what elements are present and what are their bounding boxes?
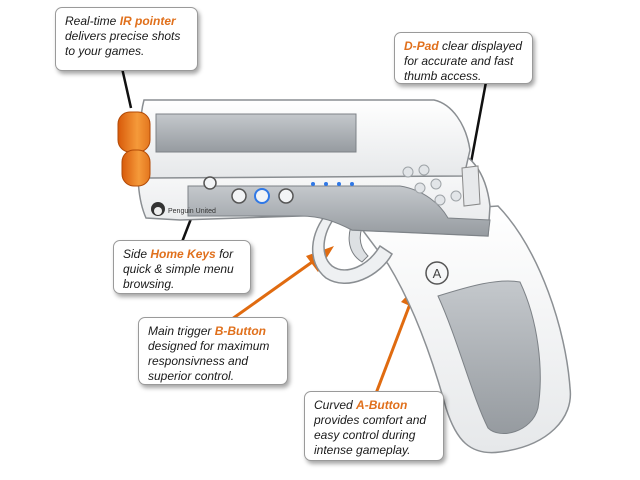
penguin-united-logo: Penguin United: [151, 202, 216, 216]
a-button-label: A: [433, 266, 442, 281]
minus-button[interactable]: [231, 188, 247, 204]
home-highlight: Home Keys: [150, 247, 216, 261]
abutton-arrow: [373, 303, 412, 397]
ir-callout-text: Real-time IR pointer delivers precise sh…: [65, 14, 181, 58]
abutton-callout-text: Curved A-Button provides comfort and eas…: [314, 398, 427, 457]
home-callout-text: Side Home Keys for quick & simple menu b…: [123, 247, 234, 291]
trigger-arrow: [224, 258, 316, 326]
dpad-highlight: D-Pad: [404, 39, 439, 53]
plus-button[interactable]: [278, 188, 294, 204]
ir-pointer-muzzle: [117, 111, 151, 187]
ir-highlight: IR pointer: [119, 14, 176, 28]
slide-dimples: [402, 164, 462, 206]
dpad[interactable]: [461, 165, 481, 207]
side-home-keys: [203, 176, 294, 204]
home-button[interactable]: [203, 176, 217, 190]
a-button-callout: Curved A-Button provides comfort and eas…: [304, 391, 444, 461]
home-keys-callout: Side Home Keys for quick & simple menu b…: [113, 240, 251, 294]
dpad-callout-text: D-Pad clear displayed for accurate and f…: [404, 39, 523, 83]
ir-pointer-callout: Real-time IR pointer delivers precise sh…: [55, 7, 198, 71]
ir-leader-line: [120, 67, 133, 109]
dpad-leader-line: [468, 81, 488, 169]
slide-window: [155, 113, 357, 153]
grip-panel: [437, 280, 541, 434]
player-leds: [311, 182, 354, 186]
brand-text: Penguin United: [168, 208, 216, 215]
a-button[interactable]: A: [425, 261, 449, 285]
trigger-callout-text: Main trigger B-Button designed for maxim…: [148, 324, 270, 383]
trigger-callout: Main trigger B-Button designed for maxim…: [138, 317, 288, 385]
dpad-callout: D-Pad clear displayed for accurate and f…: [394, 32, 533, 84]
trigger-guard: [312, 211, 393, 284]
power-button[interactable]: [254, 188, 270, 204]
trigger-highlight: B-Button: [214, 324, 267, 338]
abutton-highlight: A-Button: [356, 398, 408, 412]
